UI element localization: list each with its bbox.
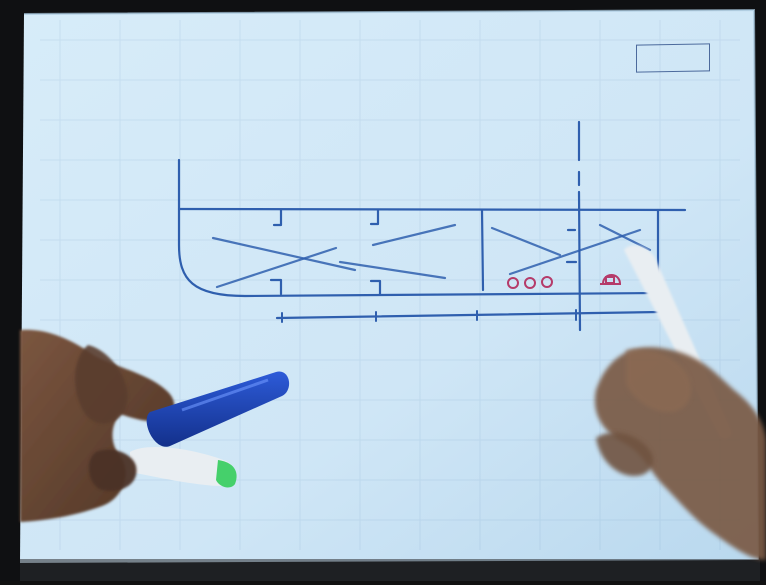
stamp-line-2 [637, 47, 709, 48]
hull-outline [177, 158, 662, 298]
frame-mark [369, 279, 382, 296]
frame-mark [369, 208, 380, 226]
stamp-box [636, 43, 710, 73]
vertical-centerline [577, 120, 582, 332]
hull-sketch [177, 120, 687, 332]
left-hand-holding-marker [20, 329, 290, 522]
right-hand-holding-pen [594, 245, 766, 560]
stamp-line-1 [637, 47, 709, 48]
engine-items [507, 274, 621, 289]
deck-line [177, 207, 687, 212]
shaft-line [275, 310, 662, 320]
frame-mark [269, 278, 283, 296]
frame-mark [272, 208, 283, 227]
bulkhead [480, 208, 485, 292]
